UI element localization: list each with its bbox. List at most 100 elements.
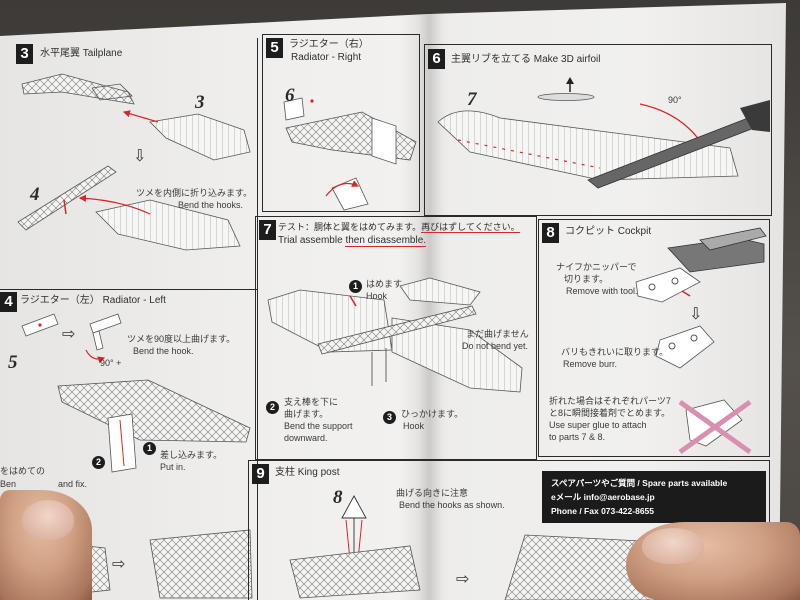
hook-before-drawing [21, 313, 59, 337]
broken-note-jp-a: 折れた場合はそれぞれパーツ7 [549, 396, 671, 406]
panel-title-en: Radiator - Right [291, 52, 362, 63]
catch-note-en: Hook [403, 421, 425, 431]
panel-9-king-post: 9 支柱 King post 8 曲げる向きに注意 Bend the hooks… [248, 460, 770, 600]
insert-note-en: Put in. [160, 462, 186, 472]
radiator-right-hook [283, 97, 314, 121]
panel-title: 支柱 King post [275, 467, 340, 478]
part-label-5: 5 [8, 352, 18, 373]
insert-arrow-a [122, 110, 159, 123]
panel-7-trial-assembly: 7 テスト：胴体と翼をはめてみます。再びはずしてください。 Trial asse… [255, 216, 537, 460]
step-number-badge: 3 [16, 44, 33, 64]
panel-4-radiator-left: 4 ラジエター（左） Radiator - Left ⇨ ツメを90度以上曲げま… [0, 290, 258, 600]
catch-note-jp: ひっかけます。 [401, 409, 464, 419]
marker-1: 1 [349, 280, 362, 293]
right-thumb [626, 522, 800, 600]
right-thumbnail [642, 528, 704, 564]
panel-8-cockpit: 8 コクピット Cockpit ナイフかニッパーで 切ります。 Remove w… [538, 219, 770, 457]
note-jp: ツメを内側に折り込みます。 [136, 188, 253, 198]
panel-title-en: Trial assemble then disassemble. [278, 235, 427, 247]
panel-6-airfoil: 6 主翼リブを立てる Make 3D airfoil 7 90° [424, 44, 772, 216]
bend-arrow [85, 349, 106, 364]
no-bend-note-jp: まだ曲げません [466, 329, 529, 339]
hook-after-drawing [89, 313, 122, 351]
angle-label: 90° [668, 95, 682, 105]
hook-note-jp: はめます [366, 279, 403, 289]
support-note-en-b: downward. [284, 433, 328, 443]
cut-note-en: Remove with tool. [566, 286, 638, 296]
knife-drawing [587, 100, 770, 189]
hint-note-jp: 曲げる向きに注意 [396, 488, 469, 498]
no-bend-note-en: Do not bend yet. [462, 341, 529, 351]
left-thumb [0, 490, 92, 600]
marker-2: 2 [92, 456, 105, 469]
contact-spare-parts: スペアパーツやご質問 / Spare parts available [551, 478, 728, 488]
broken-note-en-b: to parts 7 & 8. [549, 432, 606, 442]
panel-title-jp: テスト：胴体と翼をはめてみます。再びはずしてください。 [278, 222, 520, 233]
cut-note-jp-a: ナイフかニッパーで [556, 262, 637, 272]
part-label-7: 7 [467, 89, 477, 110]
airfoil-rib-drawing [537, 77, 595, 101]
down-arrow-icon: ⇩ [689, 304, 703, 323]
partial-note-en-b: and fix. [58, 479, 88, 489]
fuselage-bottom-center [289, 545, 421, 599]
title-en-part-a: Trial assemble [278, 235, 346, 246]
cockpit-part-b [655, 325, 715, 369]
sheet-fold [418, 12, 442, 600]
bend-note-en: Bend the hook. [133, 346, 194, 356]
down-arrow-icon: ⇩ [133, 146, 147, 165]
step-number-badge: 9 [252, 464, 269, 484]
contact-box: スペアパーツやご質問 / Spare parts available eメール … [542, 471, 766, 523]
step-number-badge: 4 [0, 292, 17, 312]
burr-note-jp: バリもきれいに取ります。 [561, 347, 669, 357]
panel-title-jp: ラジエター（右） [289, 39, 369, 50]
not-allowed-cross [678, 399, 752, 455]
marker-2: 2 [266, 401, 279, 414]
tailplane-drawing-b [95, 199, 241, 251]
part-label-8: 8 [333, 487, 343, 508]
step-number-badge: 5 [266, 38, 283, 58]
panel-title: 主翼リブを立てる Make 3D airfoil [451, 54, 601, 65]
contact-phone: Phone / Fax 073-422-8655 [551, 506, 655, 516]
panel-3-tailplane: 3 水平尾翼 Tailplane 3 4 ⇩ ツメを内側に折り込みます。 Ben… [0, 38, 258, 290]
contact-email: eメール info@aerobase.jp [551, 492, 655, 502]
note-en: Bend the hooks. [178, 200, 244, 210]
tail-fuselage-drawing [21, 73, 135, 105]
support-note-en-a: Bend the support [284, 421, 353, 431]
right-arrow-icon: ⇨ [62, 324, 76, 343]
panel-title: コクピット Cockpit [565, 226, 652, 237]
hint-note-en: Bend the hooks as shown. [399, 500, 505, 510]
title-jp-part-a: テスト：胴体と翼をはめてみます。 [278, 222, 422, 232]
bend-note-jp: ツメを90度以上曲げます。 [127, 334, 236, 344]
right-arrow-icon: ⇨ [112, 554, 126, 573]
marker-1: 1 [143, 442, 156, 455]
panel-5-radiator-right: 5 ラジエター（右） Radiator - Right 6 [262, 34, 420, 212]
tail-boom-drawing [17, 165, 117, 231]
radiator-right-section [285, 111, 417, 165]
part-label-6: 6 [285, 85, 295, 106]
rotate-arrow [325, 180, 360, 197]
right-arrow-icon: ⇨ [456, 569, 470, 588]
left-thumbnail [22, 500, 74, 540]
nipper-tool-drawing [667, 227, 767, 273]
broken-note-en-a: Use super glue to attach [549, 420, 647, 430]
step-number-badge: 8 [542, 223, 559, 243]
marker-3: 3 [383, 411, 396, 424]
panel-title: ラジエター（左） Radiator - Left [20, 295, 166, 306]
title-en-part-b: then disassemble. [345, 235, 427, 247]
trial-assembly-drawing [267, 277, 523, 393]
support-note-jp-b: 曲げます。 [284, 409, 329, 419]
support-note-jp-a: 支え棒を下に [284, 397, 339, 407]
insert-note-jp: 差し込みます。 [160, 450, 223, 460]
part-label-4: 4 [30, 184, 40, 205]
partial-note-jp: をはめての [0, 466, 46, 476]
title-jp-part-b: 再びはずしてください。 [421, 222, 520, 233]
burr-note-en: Remove burr. [563, 359, 618, 369]
tailplane-drawing-a [149, 113, 251, 161]
partial-note-en-a: Ben [0, 479, 17, 489]
radiator-left-section [57, 379, 251, 473]
fold-in-arrow [78, 194, 151, 215]
cockpit-part-a [635, 267, 701, 303]
hook-note-en: Hook [366, 291, 388, 301]
cut-note-jp-b: 切ります。 [564, 274, 609, 284]
